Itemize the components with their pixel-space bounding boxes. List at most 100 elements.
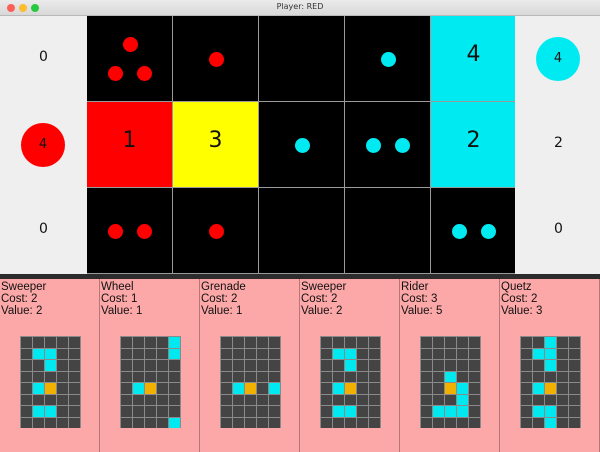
right-row-1-cell: 2	[515, 102, 600, 188]
range-cell	[221, 348, 232, 359]
range-cell	[169, 406, 180, 417]
range-cell	[557, 337, 568, 348]
range-cell	[257, 337, 268, 348]
range-cell	[345, 383, 356, 394]
board-cell-r2-c3[interactable]	[345, 188, 431, 274]
zoom-window-button[interactable]	[31, 4, 39, 12]
range-cell	[469, 337, 480, 348]
board-cell-r0-c2[interactable]	[259, 16, 345, 102]
right-row-score: 0	[554, 221, 563, 237]
range-cell	[469, 371, 480, 382]
card-cost: Cost: 2	[301, 293, 338, 305]
board-cell-rank: 2	[466, 128, 481, 153]
cyan-pawn-dot	[294, 137, 310, 153]
minimize-window-button[interactable]	[19, 4, 27, 12]
window-title: Player: RED	[276, 2, 324, 11]
board-cell-r0-c3[interactable]	[345, 16, 431, 102]
range-cell	[521, 394, 532, 405]
range-cell	[257, 360, 268, 371]
board-cell-r2-c4[interactable]	[431, 188, 517, 274]
range-cell	[421, 406, 432, 417]
range-cell	[245, 383, 256, 394]
range-cell	[569, 406, 580, 417]
board-cell-r0-c1[interactable]	[173, 16, 259, 102]
cyan-pawn-dot	[451, 223, 467, 239]
range-cell	[257, 383, 268, 394]
range-cell	[521, 337, 532, 348]
board-cell-r1-c0[interactable]: 1	[87, 102, 173, 188]
range-cell	[421, 371, 432, 382]
range-cell	[157, 417, 168, 428]
range-cell	[33, 406, 44, 417]
board-cell-rank: 4	[466, 42, 481, 67]
range-cell	[421, 348, 432, 359]
range-cell	[121, 406, 132, 417]
board-cell-r1-c1[interactable]: 3	[173, 102, 259, 188]
range-cell	[369, 348, 380, 359]
range-cell	[445, 371, 456, 382]
board-cell-r1-c4[interactable]: 2	[431, 102, 517, 188]
range-cell	[533, 383, 544, 394]
cyan-pawn-dot	[365, 137, 381, 153]
card-name: Wheel	[101, 281, 134, 293]
range-cell	[157, 394, 168, 405]
board-cell-r0-c0[interactable]	[87, 16, 173, 102]
range-cell	[21, 348, 32, 359]
card-cost: Cost: 1	[101, 293, 138, 305]
range-cell	[333, 417, 344, 428]
board-cell-r2-c0[interactable]	[87, 188, 173, 274]
card-range-grid	[220, 336, 281, 428]
card-cost: Cost: 2	[1, 293, 38, 305]
range-cell	[321, 383, 332, 394]
card-value: Value: 2	[301, 305, 343, 317]
card-cost: Cost: 3	[401, 293, 438, 305]
range-cell	[521, 348, 532, 359]
range-cell	[221, 360, 232, 371]
range-cell	[521, 371, 532, 382]
card-value: Value: 1	[101, 305, 143, 317]
range-cell	[245, 337, 256, 348]
range-cell	[257, 371, 268, 382]
board-cell-r1-c2[interactable]	[259, 102, 345, 188]
board-cell-r2-c1[interactable]	[173, 188, 259, 274]
card-value: Value: 1	[201, 305, 243, 317]
close-window-button[interactable]	[7, 4, 15, 12]
range-cell	[57, 383, 68, 394]
red-pawn-dot	[107, 223, 123, 239]
range-cell	[433, 394, 444, 405]
range-cell	[245, 406, 256, 417]
board-cell-r2-c2[interactable]	[259, 188, 345, 274]
range-cell	[257, 406, 268, 417]
range-cell	[169, 348, 180, 359]
range-cell	[557, 360, 568, 371]
board-cell-r1-c3[interactable]	[345, 102, 431, 188]
range-cell	[233, 348, 244, 359]
range-cell	[333, 406, 344, 417]
right-row-score: 2	[554, 135, 563, 151]
board-cell-r0-c4[interactable]: 4	[431, 16, 517, 102]
card-range-grid	[320, 336, 381, 428]
range-cell	[21, 383, 32, 394]
range-cell	[357, 417, 368, 428]
range-cell	[445, 417, 456, 428]
card-name: Rider	[401, 281, 429, 293]
range-cell	[545, 406, 556, 417]
range-cell	[457, 394, 468, 405]
range-cell	[21, 360, 32, 371]
range-cell	[57, 371, 68, 382]
range-cell	[121, 337, 132, 348]
card-name: Sweeper	[301, 281, 347, 293]
range-cell	[133, 417, 144, 428]
left-row-2-cell: 0	[0, 188, 87, 274]
range-cell	[345, 371, 356, 382]
left-row-score: 0	[39, 49, 48, 65]
range-cell	[269, 417, 280, 428]
range-cell	[357, 337, 368, 348]
range-cell	[245, 371, 256, 382]
